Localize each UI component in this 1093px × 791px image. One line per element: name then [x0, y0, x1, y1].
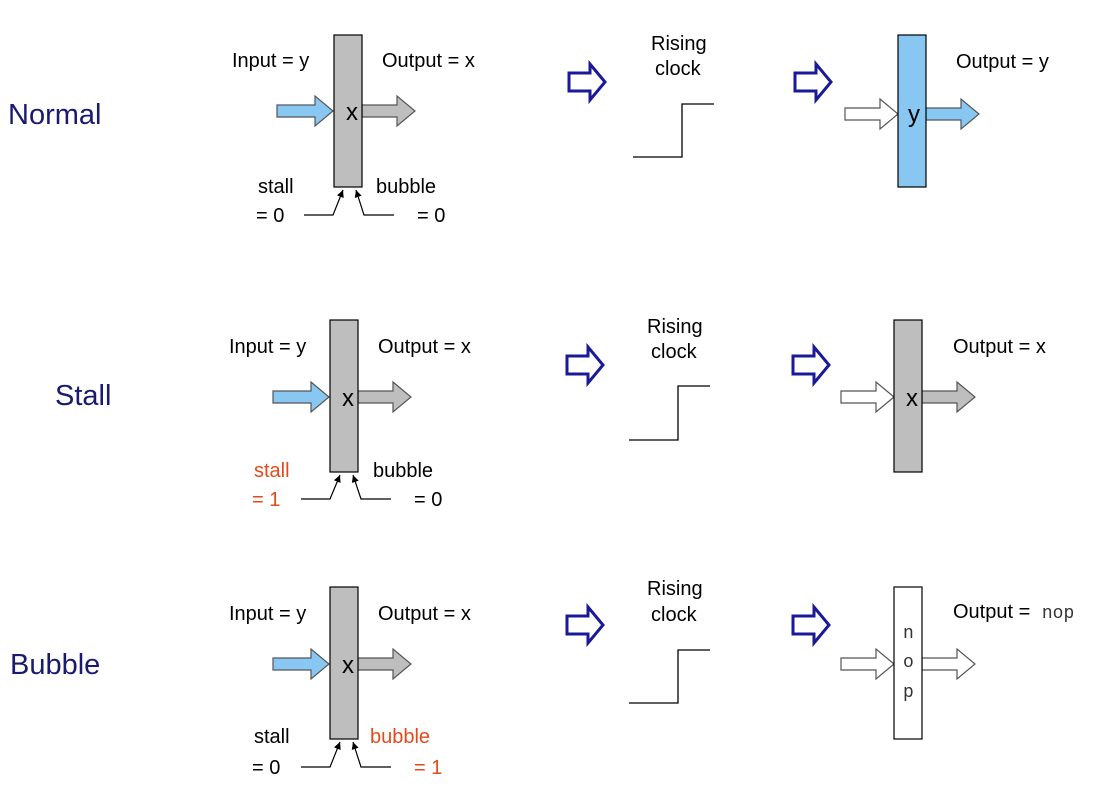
output-arrow-icon	[925, 97, 980, 131]
input-arrow-icon	[840, 647, 895, 681]
stall-label: stall	[254, 460, 290, 482]
stall-signal-line	[304, 189, 344, 216]
after-output-label-text: Output =	[953, 601, 1036, 623]
row-stall: Stall Input = y Output = x x stall = 1 b…	[55, 316, 1046, 511]
bubble-value: = 0	[414, 489, 442, 511]
register-value-after-char: o	[903, 653, 914, 673]
clock-label-line1: Rising	[647, 578, 703, 600]
flow-arrow-icon	[791, 602, 831, 648]
register-value-after-char: p	[903, 683, 914, 703]
pipeline-register	[329, 586, 359, 740]
clock-label-line2: clock	[655, 58, 702, 80]
bubble-value: = 1	[414, 757, 442, 779]
flow-arrow-icon	[793, 59, 833, 105]
input-arrow-icon	[840, 380, 895, 414]
after-output-label: Output = y	[956, 51, 1049, 73]
rising-clock-edge	[629, 385, 710, 441]
bubble-signal-line	[351, 474, 391, 500]
flow-arrow-icon	[565, 342, 605, 388]
stall-label: stall	[258, 176, 294, 198]
after-output-label: Output = x	[953, 336, 1046, 358]
stall-signal-line	[301, 474, 341, 500]
stall-value: = 1	[252, 489, 280, 511]
pipeline-register	[333, 34, 363, 188]
bubble-signal-line	[351, 741, 391, 768]
register-value: x	[342, 652, 354, 679]
output-arrow-icon	[357, 380, 412, 414]
clock-label-line2: clock	[651, 604, 698, 626]
output-arrow-icon	[357, 647, 412, 681]
stall-signal-line	[301, 741, 341, 768]
output-arrow-icon	[921, 647, 976, 681]
rising-clock-edge	[633, 103, 714, 158]
input-arrow-icon	[844, 97, 899, 131]
register-value-after-char: n	[903, 624, 914, 644]
stall-value: = 0	[252, 757, 280, 779]
output-label: Output = x	[378, 603, 471, 625]
stall-label: stall	[254, 726, 290, 748]
stall-value: = 0	[256, 205, 284, 227]
pipeline-register-after	[893, 319, 923, 473]
register-value-after: x	[906, 385, 918, 412]
after-output-label: Output = nop	[953, 601, 1074, 624]
flow-arrow-icon	[567, 59, 607, 105]
clock-label-line1: Rising	[647, 316, 703, 338]
register-value-after: y	[908, 101, 920, 128]
pipeline-register	[329, 319, 359, 473]
input-label: Input = y	[229, 603, 306, 625]
input-arrow-icon	[272, 380, 330, 414]
pipeline-register-after	[897, 34, 927, 188]
input-label: Input = y	[232, 50, 309, 72]
output-label: Output = x	[378, 336, 471, 358]
bubble-value: = 0	[417, 205, 445, 227]
bubble-label: bubble	[370, 726, 430, 748]
output-label: Output = x	[382, 50, 475, 72]
output-arrow-icon	[921, 380, 976, 414]
clock-label-line1: Rising	[651, 33, 707, 55]
flow-arrow-icon	[791, 342, 831, 388]
register-value: x	[342, 385, 354, 412]
row-normal: Normal Input = y Output = x x stall = 0 …	[8, 33, 1049, 227]
flow-arrow-icon	[565, 602, 605, 648]
bubble-signal-line	[354, 189, 394, 216]
input-arrow-icon	[272, 647, 330, 681]
register-value: x	[346, 99, 358, 126]
row-label-stall: Stall	[55, 380, 111, 412]
bubble-label: bubble	[376, 176, 436, 198]
pipeline-register-after	[893, 586, 923, 740]
input-label: Input = y	[229, 336, 306, 358]
row-bubble: Bubble Input = y Output = x x stall = 0 …	[10, 578, 1074, 779]
rising-clock-edge	[629, 649, 710, 704]
row-label-normal: Normal	[8, 99, 101, 131]
after-output-label-mono: nop	[1042, 604, 1074, 624]
bubble-label: bubble	[373, 460, 433, 482]
clock-label-line2: clock	[651, 341, 698, 363]
output-arrow-icon	[361, 94, 416, 128]
row-label-bubble: Bubble	[10, 649, 100, 681]
input-arrow-icon	[276, 94, 334, 128]
